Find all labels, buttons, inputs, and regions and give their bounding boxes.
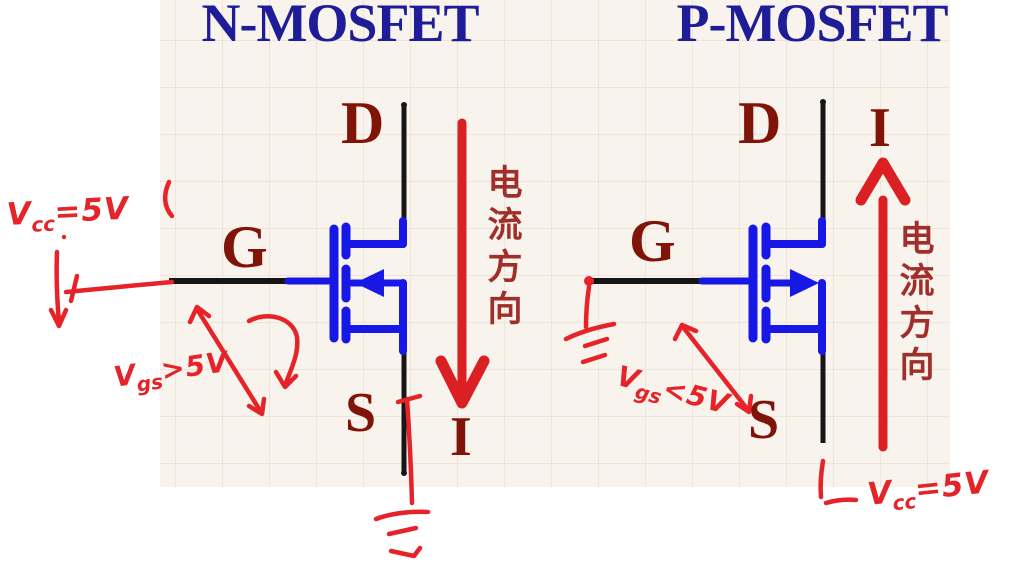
n-drain-label: D xyxy=(341,90,385,156)
n-vcc-v: V xyxy=(5,195,32,233)
n-current-direction-text: 电流方向 xyxy=(487,164,523,329)
n-current-label: I xyxy=(450,406,472,468)
p-gate-label: G xyxy=(629,208,676,274)
n-vgs-v: V xyxy=(111,358,138,394)
n-vcc-sub: cc xyxy=(30,211,56,237)
p-source-label: S xyxy=(748,389,780,451)
n-ground-stroke-2 xyxy=(386,525,419,537)
n-gate-label: G xyxy=(221,214,268,280)
p-current-label: I xyxy=(869,97,891,159)
vcc-left-lead-line xyxy=(63,279,175,295)
p-vcc-v: V xyxy=(865,474,894,513)
n-vgs-sub: gs xyxy=(135,369,165,397)
vcc-left-lead-tick xyxy=(68,273,80,304)
vcc-left-down-arrow xyxy=(54,249,62,325)
n-vcc-annotation: Vcc=5V xyxy=(5,190,130,237)
schematic-grid-background xyxy=(160,0,950,487)
n-mosfet-title: N-MOSFET xyxy=(201,0,479,53)
vcc-left-dot xyxy=(61,234,67,240)
p-vcc-value: =5V xyxy=(913,464,992,508)
p-vcc-pen-dash xyxy=(823,497,859,506)
p-current-direction-text: 电流方向 xyxy=(899,220,935,385)
n-ground-stroke-3 xyxy=(388,545,423,559)
p-drain-label: D xyxy=(738,90,782,156)
p-vcc-sub: cc xyxy=(891,488,918,516)
vcc-left-down-arrowhead xyxy=(48,307,69,329)
n-source-label: S xyxy=(345,382,377,444)
n-vcc-value: =5V xyxy=(53,190,130,231)
p-mosfet-title: P-MOSFET xyxy=(676,0,949,53)
n-ground-stroke-1 xyxy=(373,509,431,522)
